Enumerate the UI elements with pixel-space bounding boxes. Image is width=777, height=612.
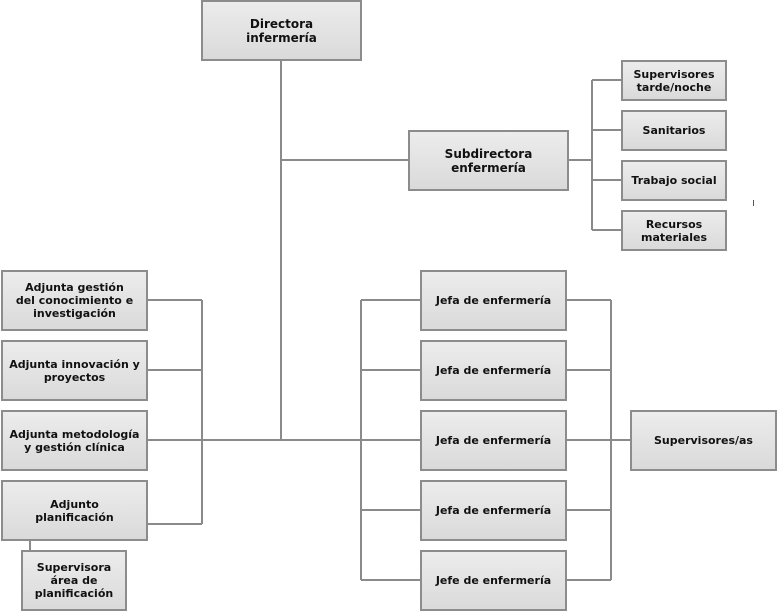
node-jefa-enfermeria-4: Jefa de enfermería [420,480,567,541]
stray-mark [753,200,754,206]
node-adjunta-metodologia: Adjunta metodología y gestión clínica [1,410,148,471]
node-adjunto-planificacion: Adjunto planificación [1,480,148,541]
node-sanitarios: Sanitarios [621,110,727,151]
node-jefe-enfermeria-5: Jefe de enfermería [420,550,567,611]
node-adjunta-gestion: Adjunta gestión del conocimiento e inves… [1,270,148,331]
node-trabajo-social: Trabajo social [621,160,727,201]
node-recursos-materiales: Recursos materiales [621,210,727,251]
node-jefa-enfermeria-1: Jefa de enfermería [420,270,567,331]
node-supervisores-as: Supervisores/as [630,410,777,471]
node-adjunta-innovacion: Adjunta innovación y proyectos [1,340,148,401]
node-jefa-enfermeria-2: Jefa de enfermería [420,340,567,401]
node-supervisores-tarde-noche: Supervisores tarde/noche [621,60,727,101]
node-subdirectora: Subdirectora enfermería [408,130,569,191]
node-jefa-enfermeria-3: Jefa de enfermería [420,410,567,471]
node-supervisora-planificacion: Supervisora área de planificación [21,550,127,611]
node-directora: Directora infermería [201,0,362,61]
